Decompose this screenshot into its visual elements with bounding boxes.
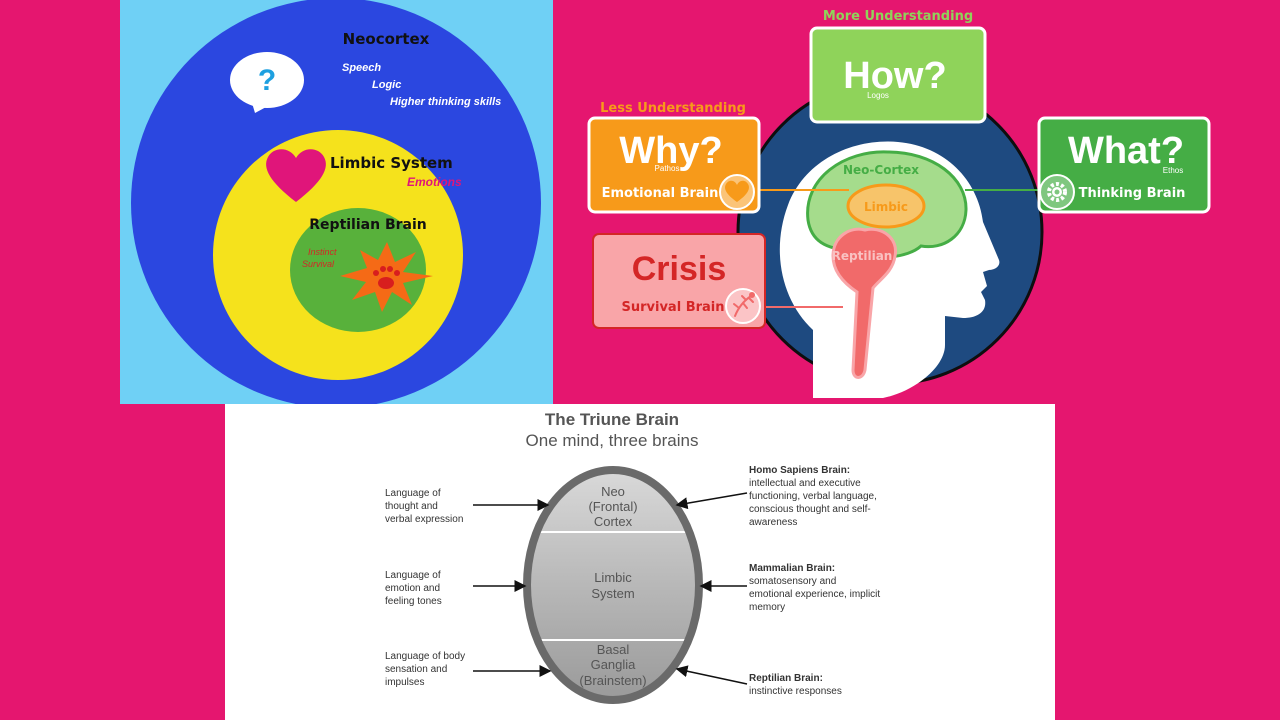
neocortex-item: Speech [342, 62, 381, 74]
why-box: Why? Pathos Emotional Brain [587, 116, 761, 214]
basal-layer-label: Ganglia [591, 657, 637, 672]
how-title: How? [843, 55, 946, 97]
less-understanding-label: Less Understanding [600, 101, 746, 116]
lizard-badge [725, 288, 761, 324]
neo-layer-label: (Frontal) [588, 499, 637, 514]
gear-icon [1047, 182, 1067, 202]
heart-icon [725, 180, 749, 202]
what-box: What? Ethos Thinking Brain [1037, 116, 1211, 214]
crisis-box: Crisis Survival Brain [592, 233, 766, 329]
reptilian-region-label: Reptilian [832, 249, 893, 263]
reptilian-title: Reptilian Brain [309, 217, 426, 233]
neocortex-title: Neocortex [343, 30, 430, 48]
triune-brain-diagram: The Triune Brain One mind, three brains … [385, 410, 880, 704]
neocortex-item: Higher thinking skills [390, 96, 501, 108]
left-note: verbal expression [385, 514, 463, 525]
bubble-question-mark: ? [258, 64, 276, 97]
lizard-icon [733, 292, 755, 317]
neocortex-item: Logic [372, 79, 401, 91]
left-note: Language of body [385, 651, 465, 662]
right-note: intellectual and executive [749, 478, 861, 489]
left-note: impulses [385, 677, 424, 688]
paw-icon [373, 266, 400, 289]
what-caption: Thinking Brain [1079, 186, 1186, 201]
right-note-title: Mammalian Brain: [749, 563, 835, 574]
limbic-region-label: Limbic [864, 200, 908, 214]
right-note: memory [749, 602, 785, 613]
neo-layer-label: Cortex [594, 514, 633, 529]
limbic-layer-label: Limbic [594, 570, 632, 585]
reptilian-item: Instinct [308, 247, 337, 257]
left-note: emotion and [385, 583, 440, 594]
left-note: Language of [385, 488, 441, 499]
triune-subtitle: One mind, three brains [526, 431, 699, 450]
basal-layer-label: Basal [597, 642, 630, 657]
limbic-region [846, 183, 926, 229]
why-title: Why? [619, 130, 722, 172]
why-sub: Pathos [655, 164, 680, 173]
reptilian-item: Survival [302, 259, 335, 269]
brain-egg [527, 470, 699, 700]
limbic-title: Limbic System [330, 154, 453, 172]
neo-layer-label: Neo [601, 484, 625, 499]
heart-icon [266, 149, 326, 202]
what-title: What? [1068, 130, 1184, 172]
right-note: awareness [749, 517, 797, 528]
left-note: Language of [385, 570, 441, 581]
starburst-shape [340, 242, 433, 312]
right-note-title: Reptilian Brain: [749, 673, 823, 684]
left-note: sensation and [385, 664, 447, 675]
arrow-right-neo [675, 492, 748, 510]
right-note-title: Homo Sapiens Brain: [749, 465, 850, 476]
right-note: conscious thought and self- [749, 504, 871, 515]
left-note: feeling tones [385, 596, 442, 607]
why-caption: Emotional Brain [602, 186, 719, 201]
how-sub: Logos [867, 91, 889, 100]
reptilian-region [831, 227, 898, 379]
how-box: How? Logos [809, 26, 987, 124]
concentric-brain-panel: ? Neocortex Speech Logic Higher thinking… [120, 0, 553, 404]
right-note: functioning, verbal language, [749, 491, 877, 502]
crisis-title: Crisis [632, 250, 727, 288]
brain-egg-outline [523, 466, 703, 704]
more-understanding-label: More Understanding [823, 9, 973, 24]
limbic-subtitle: Emotions [407, 175, 462, 189]
head-brain-diagram: Neo-Cortex Limbic Reptilian More Underst… [587, 9, 1211, 398]
limbic-layer-label: System [591, 586, 634, 601]
right-note: emotional experience, implicit [749, 589, 880, 600]
neocortex-region-label: Neo-Cortex [843, 163, 919, 177]
reptilian-circle [290, 208, 426, 332]
concentric-brain-diagram: ? Neocortex Speech Logic Higher thinking… [131, 0, 541, 404]
what-sub: Ethos [1163, 166, 1183, 175]
head-brain-panel: Neo-Cortex Limbic Reptilian More Underst… [553, 0, 1280, 404]
basal-layer-label: (Brainstem) [579, 673, 646, 688]
crisis-caption: Survival Brain [622, 300, 725, 315]
right-note: somatosensory and [749, 576, 836, 587]
right-note: instinctive responses [749, 686, 842, 697]
left-note: thought and [385, 501, 438, 512]
arrow-right-basal [675, 665, 748, 685]
triune-brain-panel: The Triune Brain One mind, three brains … [225, 404, 1055, 720]
triune-title: The Triune Brain [545, 410, 679, 429]
speech-bubble-icon: ? [230, 52, 304, 113]
